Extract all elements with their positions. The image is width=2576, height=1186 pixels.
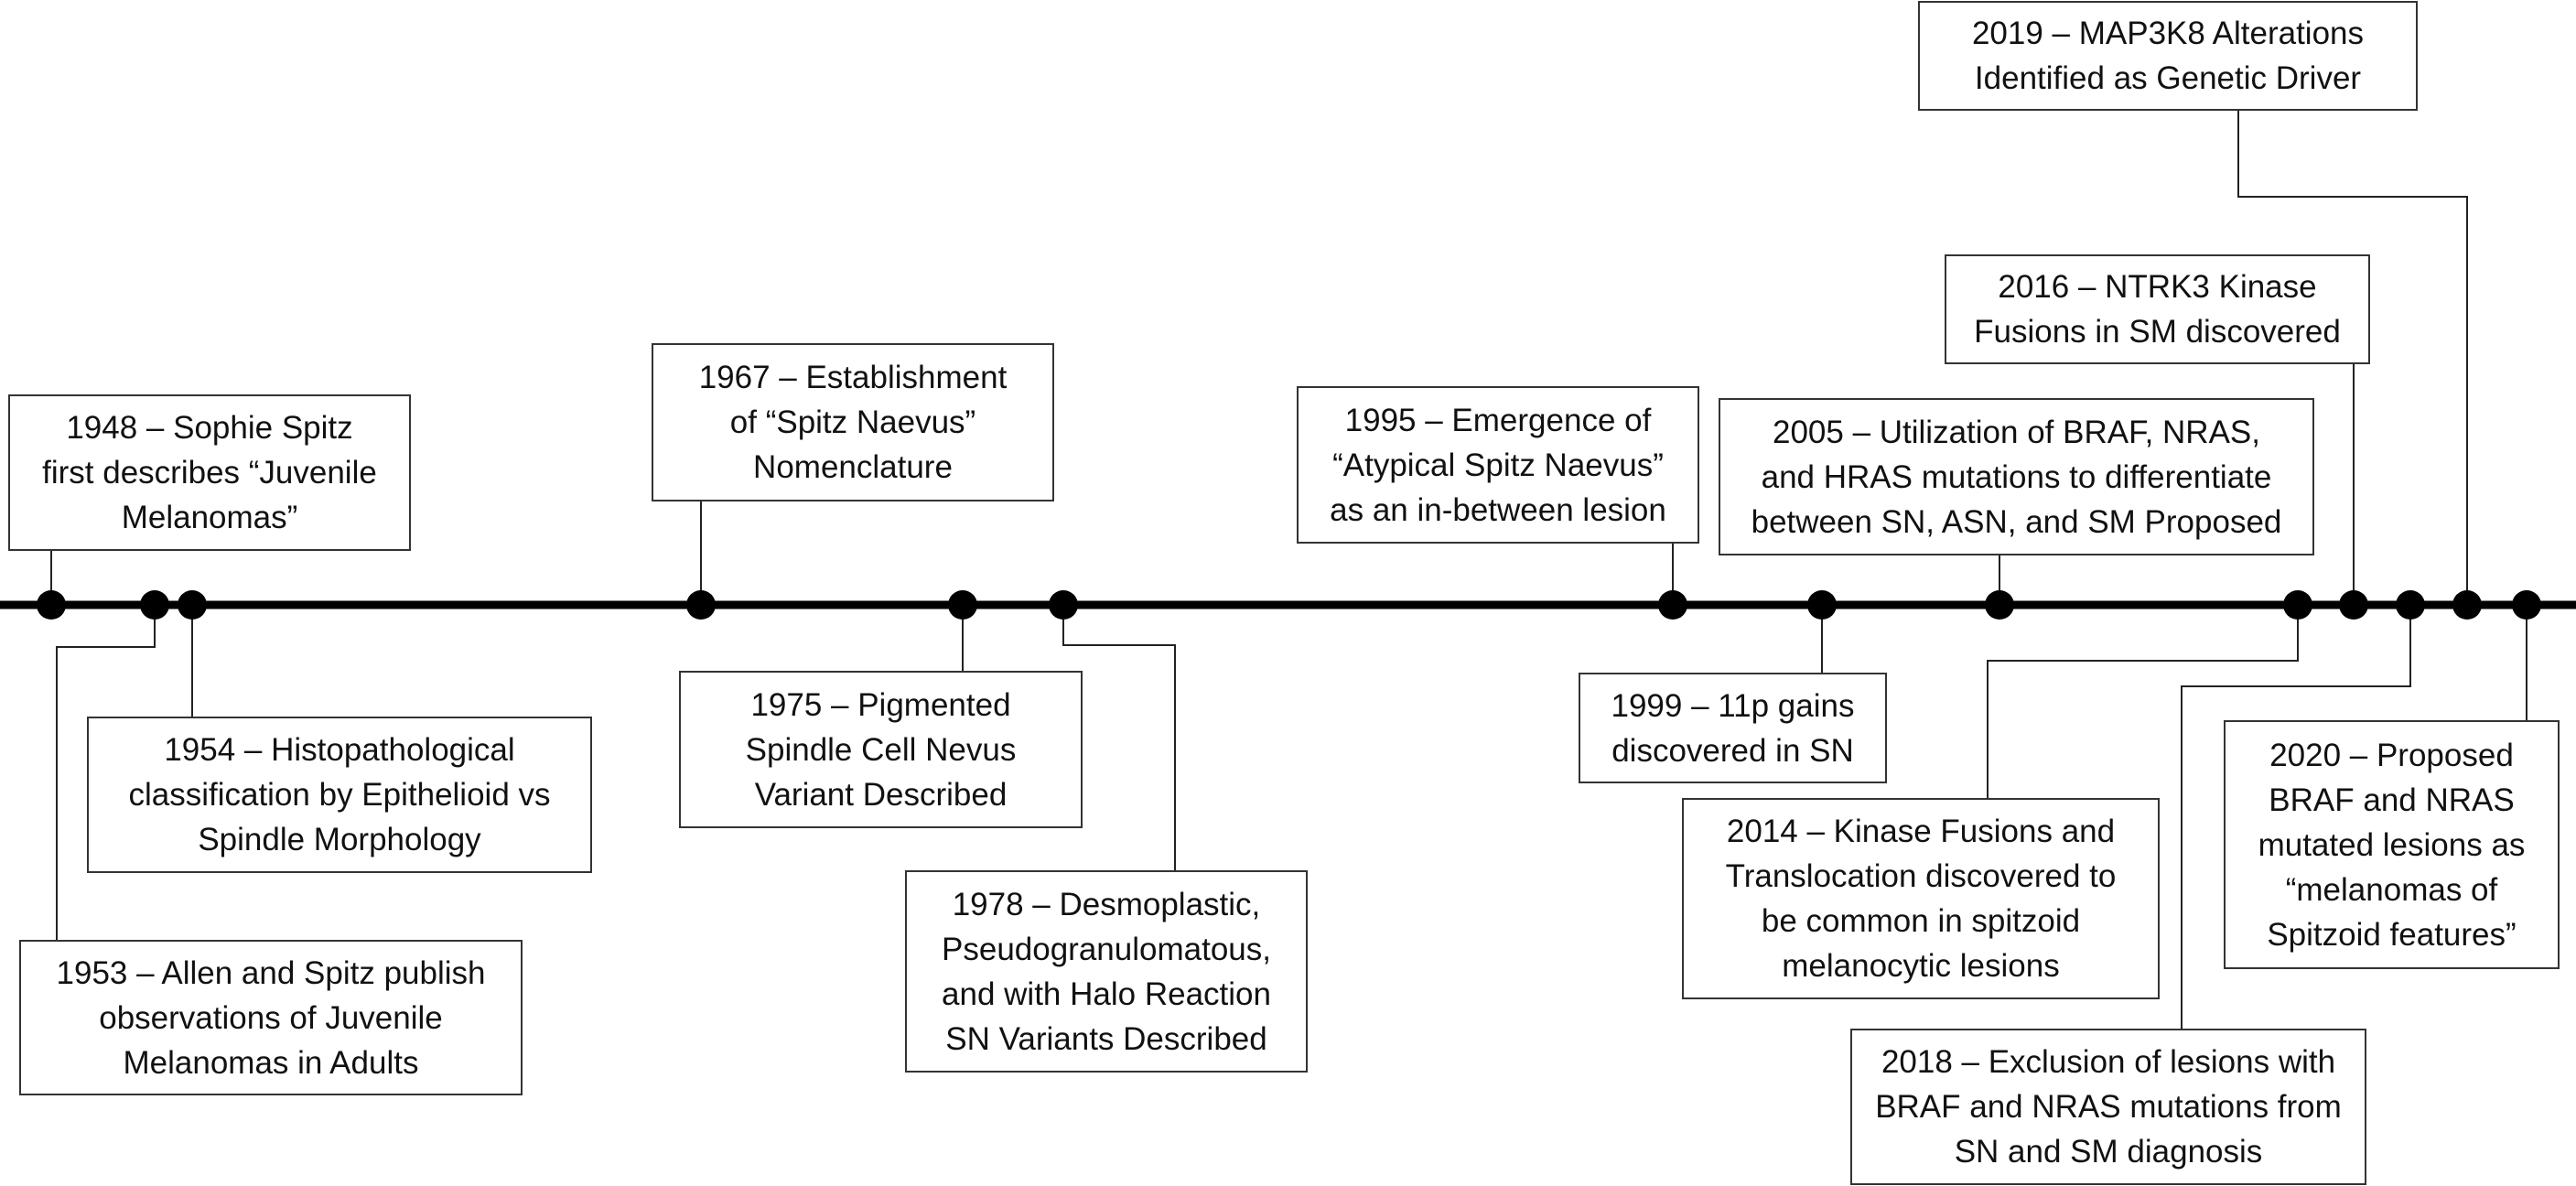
event-1978-line-1: 1978 – Desmoplastic,: [952, 886, 1261, 922]
event-1948-line-2: first describes “Juvenile: [42, 455, 377, 491]
connector-2019: [2237, 111, 2468, 605]
event-2019-line-2: Identified as Genetic Driver: [1974, 60, 2362, 96]
event-1978-line-4: SN Variants Described: [945, 1020, 1267, 1057]
event-1953-line-1: 1953 – Allen and Spitz publish: [56, 954, 486, 991]
marker-2018: [2396, 590, 2425, 620]
marker-2020: [2512, 590, 2541, 620]
event-1975-line-3: Variant Described: [754, 776, 1008, 813]
event-1948-line-3: Melanomas”: [121, 500, 298, 535]
event-box-2018: 2018 – Exclusion of lesions with BRAF an…: [1850, 1029, 2366, 1185]
event-1953-line-3: Melanomas in Adults: [123, 1044, 419, 1081]
event-box-2020: 2020 – Proposed BRAF and NRAS mutated le…: [2224, 720, 2560, 969]
event-1953-line-2: observations of Juvenile: [99, 999, 443, 1036]
event-2018-line-3: SN and SM diagnosis: [1954, 1134, 2263, 1170]
event-1978-line-2: Pseudogranulomatous,: [942, 931, 1271, 967]
event-1995-line-3: as an in-between lesion: [1330, 491, 1666, 528]
marker-2019: [2452, 590, 2482, 620]
event-box-2014: 2014 – Kinase Fusions and Translocation …: [1682, 798, 2160, 999]
event-2019-line-1: 2019 – MAP3K8 Alterations: [1971, 16, 2365, 51]
event-1975-line-2: Spindle Cell Nevus: [745, 731, 1017, 768]
event-2020-line-3: mutated lesions as: [2258, 826, 2526, 863]
marker-1953: [140, 590, 169, 620]
event-1954-line-1: 1954 – Histopathological: [164, 732, 515, 768]
event-1948-line-1: 1948 – Sophie Spitz: [66, 410, 353, 446]
marker-1967: [686, 590, 716, 620]
event-1995-line-1: 1995 – Emergence of: [1344, 402, 1652, 438]
event-box-1978: 1978 – Desmoplastic, Pseudogranulomatous…: [905, 870, 1308, 1073]
marker-2016: [2339, 590, 2368, 620]
event-2018-line-1: 2018 – Exclusion of lesions with: [1881, 1044, 2336, 1080]
event-1999-line-2: discovered in SN: [1611, 732, 1854, 769]
event-2014-line-4: melanocytic lesions: [1782, 948, 2060, 984]
marker-1978: [1049, 590, 1078, 620]
event-box-1995: 1995 – Emergence of “Atypical Spitz Naev…: [1297, 386, 1699, 544]
event-1978-line-3: and with Halo Reaction: [942, 976, 1271, 1012]
event-1967-line-1: 1967 – Establishment: [698, 360, 1008, 395]
timeline-markers: [37, 590, 2541, 620]
marker-1999: [1807, 590, 1837, 620]
event-2016-line-1: 2016 – NTRK3 Kinase: [1998, 269, 2317, 305]
event-2020-line-2: BRAF and NRAS: [2269, 782, 2515, 818]
marker-1948: [37, 590, 66, 620]
event-1954-line-2: classification by Epithelioid vs: [128, 777, 551, 813]
connector-1978: [1062, 605, 1176, 870]
event-2020-line-5: Spitzoid features”: [2267, 916, 2517, 953]
event-2014-line-2: Translocation discovered to: [1725, 858, 2117, 894]
marker-1954: [178, 590, 207, 620]
event-box-2019: 2019 – MAP3K8 Alterations Identified as …: [1918, 1, 2418, 111]
event-1995-line-2: “Atypical Spitz Naevus”: [1332, 447, 1664, 483]
event-2018-line-2: BRAF and NRAS mutations from: [1875, 1089, 2342, 1125]
connector-1953: [56, 605, 156, 940]
event-1967-line-3: Nomenclature: [753, 449, 953, 485]
connector-2018: [2181, 605, 2411, 1029]
event-box-1948: 1948 – Sophie Spitz first describes “Juv…: [8, 394, 411, 551]
event-1999-line-1: 1999 – 11p gains: [1611, 687, 1855, 724]
event-2020-line-4: “melanomas of: [2285, 871, 2498, 908]
event-box-1953: 1953 – Allen and Spitz publish observati…: [19, 940, 523, 1095]
event-2014-line-1: 2014 – Kinase Fusions and: [1726, 814, 2116, 849]
marker-2014: [2283, 590, 2312, 620]
event-2014-line-3: be common in spitzoid: [1761, 903, 2081, 939]
connector-2014: [1987, 605, 2299, 798]
marker-1975: [948, 590, 977, 620]
event-1967-line-2: of “Spitz Naevus”: [729, 404, 976, 440]
event-box-1975: 1975 – Pigmented Spindle Cell Nevus Vari…: [679, 671, 1083, 828]
event-box-2005: 2005 – Utilization of BRAF, NRAS, and HR…: [1719, 398, 2314, 555]
event-box-2016: 2016 – NTRK3 Kinase Fusions in SM discov…: [1945, 254, 2370, 364]
marker-2005: [1985, 590, 2014, 620]
event-box-1954: 1954 – Histopathological classification …: [87, 717, 592, 873]
marker-1995: [1658, 590, 1687, 620]
event-2020-line-1: 2020 – Proposed: [2269, 737, 2514, 773]
event-1975-line-1: 1975 – Pigmented: [750, 686, 1011, 723]
event-2016-line-2: Fusions in SM discovered: [1974, 314, 2341, 350]
event-box-1999: 1999 – 11p gains discovered in SN: [1579, 673, 1887, 783]
event-box-1967: 1967 – Establishment of “Spitz Naevus” N…: [652, 343, 1054, 501]
event-2005-line-1: 2005 – Utilization of BRAF, NRAS,: [1772, 414, 2260, 450]
event-2005-line-3: between SN, ASN, and SM Proposed: [1751, 503, 2282, 540]
event-2005-line-2: and HRAS mutations to differentiate: [1761, 458, 2272, 495]
event-1954-line-3: Spindle Morphology: [198, 822, 481, 857]
